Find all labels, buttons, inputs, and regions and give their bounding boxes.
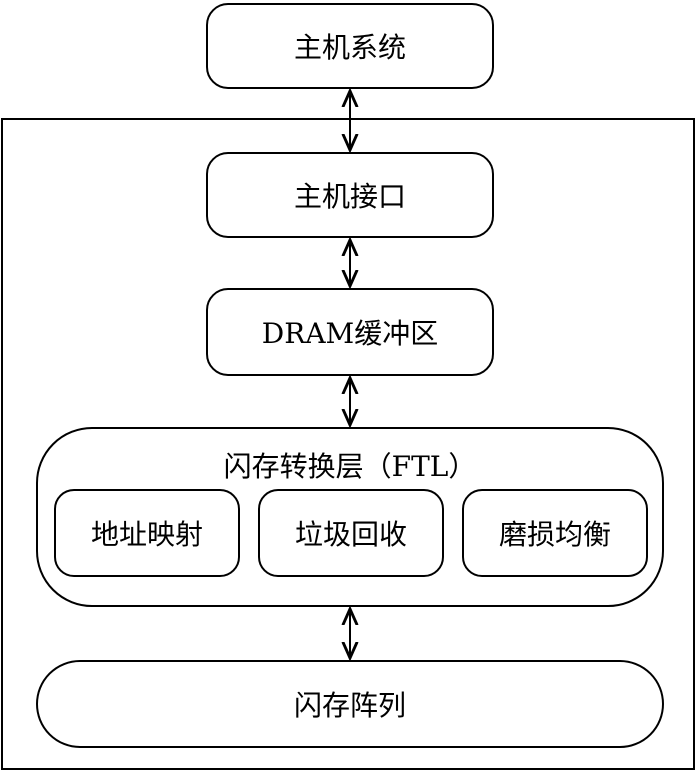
ftl-title: 闪存转换层（FTL）: [223, 450, 477, 483]
host-system-box: 主机系统: [206, 3, 494, 89]
host-interface-box: 主机接口: [206, 152, 494, 238]
host-system-label: 主机系统: [293, 31, 406, 64]
wear-leveling-box: 磨损均衡: [462, 489, 648, 577]
flash-array-box: 闪存阵列: [36, 660, 664, 748]
garbage-collection-box: 垃圾回收: [258, 489, 444, 577]
address-mapping-box: 地址映射: [54, 489, 240, 577]
address-mapping-label: 地址映射: [90, 518, 203, 551]
host-interface-label: 主机接口: [293, 180, 406, 213]
wear-leveling-label: 磨损均衡: [498, 518, 611, 551]
flash-array-label: 闪存阵列: [293, 689, 406, 722]
dram-buffer-label: DRAM缓冲区: [261, 317, 439, 350]
dram-buffer-box: DRAM缓冲区: [206, 288, 494, 376]
garbage-collection-label: 垃圾回收: [294, 518, 407, 551]
ftl-container: 闪存转换层（FTL） 地址映射 垃圾回收 磨损均衡: [36, 427, 664, 607]
